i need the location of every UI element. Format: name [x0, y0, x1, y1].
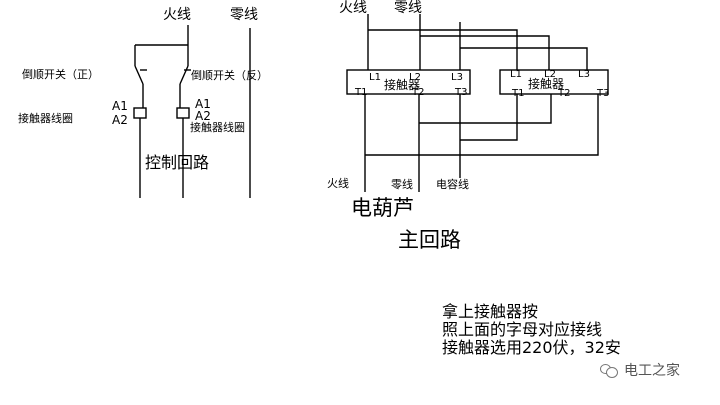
note-line-3: 接触器选用220伏，32安: [442, 338, 621, 357]
note-line-1: 拿上接触器按: [442, 302, 539, 321]
contactor-right-box: [499, 69, 609, 95]
wechat-icon: [600, 363, 618, 378]
wiring-note: 拿上接触器按 照上面的字母对应接线 接触器选用220伏，32安: [442, 303, 621, 357]
contactor-left-t2: T2: [411, 87, 424, 98]
contactor-left-t1: T1: [354, 87, 367, 98]
control-neutral-line-label: 零线: [230, 7, 258, 23]
contactor-right-label: 接触器: [528, 76, 564, 91]
contactor-right-l1: L1: [510, 69, 522, 80]
main-circuit-title: 主回路: [398, 228, 461, 252]
switch-reverse-label: 倒顺开关（反）: [191, 68, 268, 82]
contactor-left-l3: L3: [451, 72, 463, 83]
output-neutral-label: 零线: [391, 177, 413, 191]
coil-a2-right: A2: [195, 109, 211, 123]
contactor-right-t3: T3: [596, 88, 609, 99]
coil-left-label: 接触器线圈: [18, 111, 73, 125]
contactor-left-l1: L1: [369, 72, 381, 83]
device-label: 电葫芦: [351, 196, 414, 220]
main-wires: [346, 14, 609, 192]
note-line-2: 照上面的字母对应接线: [442, 320, 603, 339]
contactor-left-t3: T3: [454, 87, 467, 98]
contactor-right-l3: L3: [578, 69, 590, 80]
contactor-left-box: [346, 69, 471, 95]
control-circuit-title: 控制回路: [145, 153, 209, 172]
contactor-right-t1: T1: [511, 88, 524, 99]
main-fire-line-label: 火线: [339, 0, 367, 16]
output-fire-label: 火线: [327, 176, 349, 190]
coil-right-label: 接触器线圈: [190, 120, 245, 134]
brand-name: 电工之家: [624, 363, 680, 379]
switch-forward-label: 倒顺开关（正）: [22, 67, 99, 81]
contactor-right-t2: T2: [557, 88, 570, 99]
coil-a1-right: A1: [195, 97, 211, 111]
coil-a2-left: A2: [112, 113, 128, 127]
control-wires: [133, 25, 251, 198]
brand-watermark: 电工之家: [600, 360, 680, 380]
contactor-left-l2: L2: [409, 72, 421, 83]
control-fire-line-label: 火线: [163, 7, 191, 23]
contactor-right-l2: L2: [544, 69, 556, 80]
coil-a1-left: A1: [112, 99, 128, 113]
output-capacitor-label: 电容线: [436, 177, 469, 191]
contactor-left-label: 接触器: [384, 77, 420, 92]
main-neutral-line-label: 零线: [394, 0, 422, 16]
